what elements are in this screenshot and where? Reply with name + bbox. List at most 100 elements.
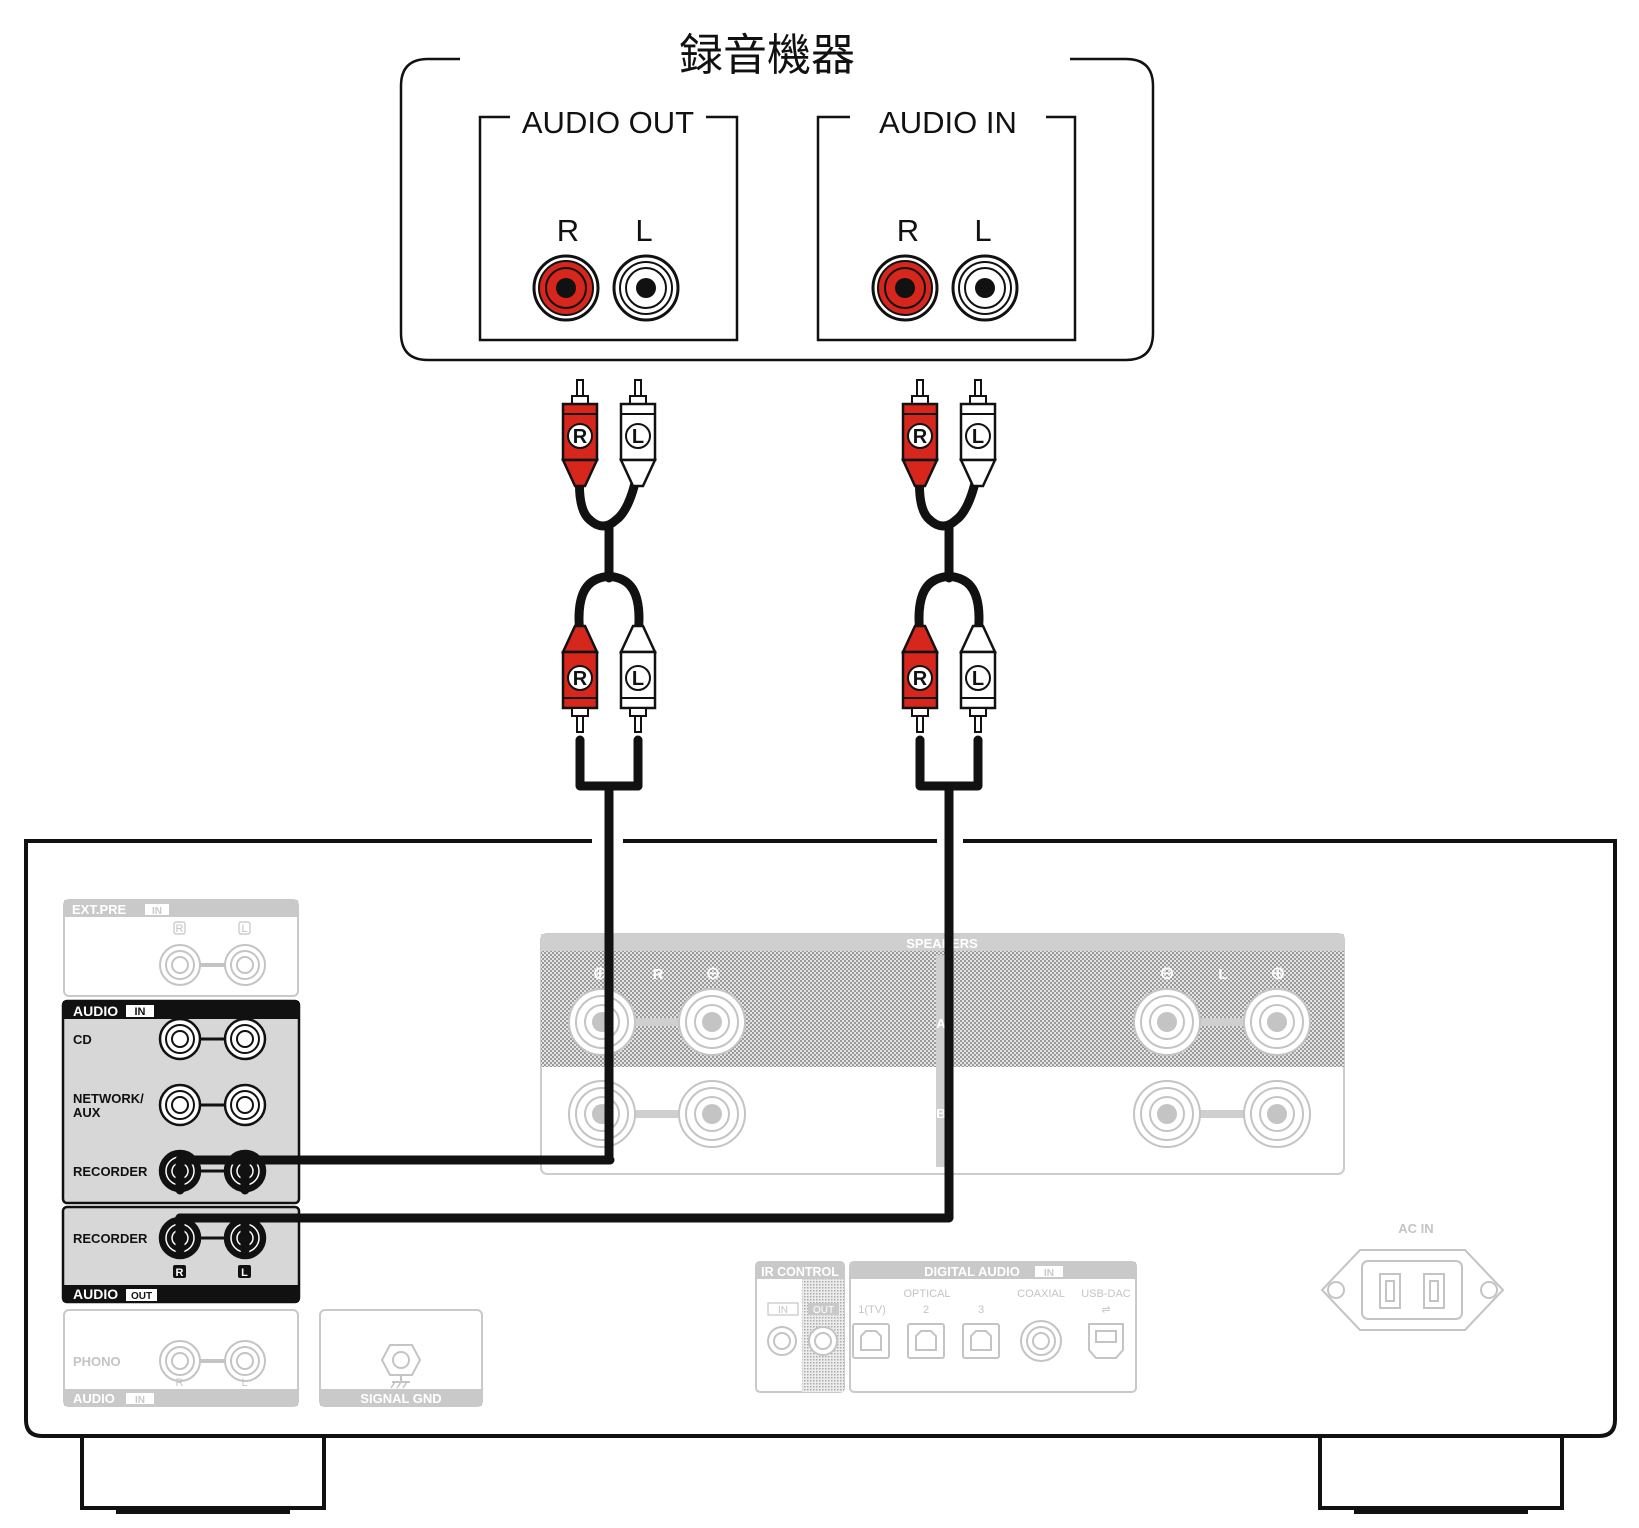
plug-label: R xyxy=(913,426,928,448)
recorder-audio-out-panel: AUDIO OUT R L xyxy=(478,105,739,342)
audio-out-panel: RECORDER R L AUDIO OUT xyxy=(61,1205,301,1304)
phono-label: PHONO xyxy=(73,1354,121,1369)
ext-pre-title: EXT.PRE xyxy=(72,902,127,917)
rca-jack-icon xyxy=(951,254,1019,322)
ground-terminal-icon xyxy=(380,1344,422,1389)
audio-in-panel: AUDIO IN CD NETWORK/ AUX RECORDER xyxy=(61,999,301,1205)
plug-label: L xyxy=(632,426,644,448)
audio-in-label: AUDIO IN xyxy=(879,105,1017,140)
svg-text:1(TV): 1(TV) xyxy=(858,1304,886,1316)
phono-panel: PHONO R L AUDIO IN xyxy=(63,1309,299,1407)
rca-jack-icon xyxy=(158,1017,202,1061)
svg-text:3: 3 xyxy=(978,1304,984,1316)
coaxial-label: COAXIAL xyxy=(1017,1288,1065,1300)
digital-audio-title: DIGITAL AUDIO xyxy=(924,1264,1020,1279)
audio-out-recorder-label: RECORDER xyxy=(73,1231,148,1246)
svg-text:A: A xyxy=(936,1016,946,1031)
speaker-terminal-icon xyxy=(1243,988,1311,1056)
audio-out-r-label: R xyxy=(557,213,579,248)
rca-plug-icon: R xyxy=(901,379,939,488)
optical-jack-icon xyxy=(852,1323,890,1359)
audio-in-r-label: R xyxy=(897,213,919,248)
audio-in-network-label: NETWORK/ xyxy=(73,1091,144,1106)
svg-text:L: L xyxy=(241,1267,248,1279)
svg-text:⊕: ⊕ xyxy=(1270,963,1285,983)
svg-text:R: R xyxy=(176,1267,184,1279)
speaker-terminal-icon xyxy=(1133,988,1201,1056)
ac-in-label: AC IN xyxy=(1398,1221,1433,1236)
svg-text:R: R xyxy=(653,966,664,983)
svg-text:R: R xyxy=(176,923,184,935)
svg-text:IN: IN xyxy=(135,1395,145,1406)
svg-text:IN: IN xyxy=(152,906,162,917)
rca-jack-icon xyxy=(159,944,201,986)
cable-ends xyxy=(175,1155,250,1255)
svg-text:⊖: ⊖ xyxy=(1159,963,1174,983)
rca-plug-icon: R xyxy=(901,624,939,733)
svg-text:B: B xyxy=(936,1106,945,1121)
signal-gnd-panel: SIGNAL GND xyxy=(319,1309,483,1407)
rca-jack-icon xyxy=(158,1083,202,1127)
rca-jack-icon xyxy=(871,254,939,322)
svg-text:IN: IN xyxy=(778,1305,788,1316)
svg-text:⇌: ⇌ xyxy=(1101,1304,1110,1316)
speaker-terminal-icon xyxy=(568,1080,636,1148)
audio-in-l-label: L xyxy=(974,213,991,248)
plug-label: R xyxy=(573,668,588,690)
rca-jack-icon xyxy=(223,1083,267,1127)
recorder-title: 録音機器 xyxy=(679,30,855,81)
audio-out-l-label: L xyxy=(635,213,652,248)
speaker-terminal-icon xyxy=(1133,1080,1201,1148)
svg-text:OUT: OUT xyxy=(813,1305,834,1316)
speaker-terminal-icon xyxy=(1243,1080,1311,1148)
optical-label: OPTICAL xyxy=(903,1288,950,1300)
speakers-panel: SPEAKERS A B ⊕ R ⊖ ⊖ L ⊕ xyxy=(540,933,1345,1175)
left-foot xyxy=(80,1436,326,1510)
digital-audio-panel: DIGITAL AUDIO IN OPTICAL 1(TV) 2 3 COAXI… xyxy=(849,1261,1137,1393)
phono-title: AUDIO xyxy=(73,1391,115,1406)
plug-label: R xyxy=(573,426,588,448)
usb-b-jack-icon: ⇌ xyxy=(1088,1304,1124,1359)
svg-text:L: L xyxy=(241,1377,247,1389)
rca-jack-icon xyxy=(224,944,266,986)
ext-pre-in-panel: EXT.PRE IN R L xyxy=(63,899,299,997)
audio-out-label: AUDIO OUT xyxy=(522,105,694,140)
audio-in-cd-label: CD xyxy=(73,1032,92,1047)
svg-text:OUT: OUT xyxy=(131,1291,152,1302)
right-foot xyxy=(1318,1436,1564,1510)
speaker-terminal-icon xyxy=(678,1080,746,1148)
svg-text:L: L xyxy=(241,923,247,935)
svg-text:IN: IN xyxy=(135,1006,146,1018)
rca-plug-icon: L xyxy=(959,379,997,488)
rca-jack-icon xyxy=(224,1340,266,1382)
ir-control-panel: IR CONTROL IN OUT xyxy=(755,1261,845,1393)
svg-text:2: 2 xyxy=(923,1304,929,1316)
audio-in-recorder-label: RECORDER xyxy=(73,1164,148,1179)
recorder-audio-in-panel: AUDIO IN R L xyxy=(816,105,1077,342)
rca-jack-icon xyxy=(612,254,680,322)
usb-dac-label: USB-DAC xyxy=(1081,1288,1131,1300)
rca-jack-icon xyxy=(159,1340,201,1382)
speaker-terminal-icon xyxy=(568,988,636,1056)
rca-plug-icon: L xyxy=(959,624,997,733)
rca-jack-icon xyxy=(223,1017,267,1061)
ac-inlet-icon xyxy=(1320,1249,1505,1331)
rca-plug-icon: R xyxy=(561,624,599,733)
audio-in-title: AUDIO xyxy=(73,1003,118,1019)
amplifier-rear-panel: EXT.PRE IN R L AUDIO IN xyxy=(24,839,1617,1514)
signal-gnd-label: SIGNAL GND xyxy=(360,1391,441,1406)
rca-plug-icon: L xyxy=(619,379,657,488)
rca-plug-icon: L xyxy=(619,624,657,733)
optical-jack-icon xyxy=(962,1323,1000,1359)
plug-label: L xyxy=(972,426,984,448)
svg-text:⊖: ⊖ xyxy=(705,963,720,983)
svg-text:IN: IN xyxy=(1044,1268,1054,1279)
svg-text:⊕: ⊕ xyxy=(592,963,607,983)
optical-jack-icon xyxy=(907,1323,945,1359)
speakers-title: SPEAKERS xyxy=(906,936,978,951)
audio-out-title: AUDIO xyxy=(73,1286,118,1302)
rca-jack-icon xyxy=(532,254,600,322)
speaker-terminal-icon xyxy=(678,988,746,1056)
